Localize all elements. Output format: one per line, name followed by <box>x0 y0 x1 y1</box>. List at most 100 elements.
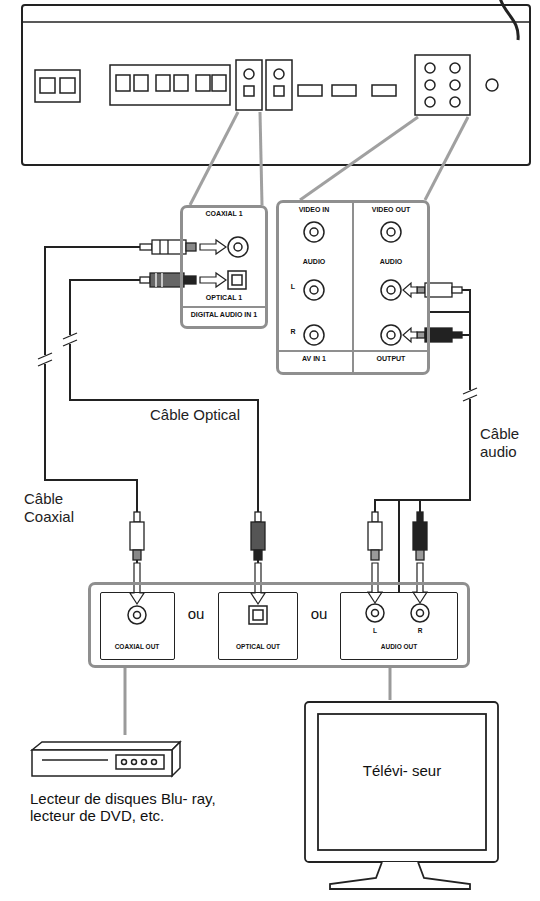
cable-break <box>38 333 477 401</box>
digital-jacks <box>228 271 246 289</box>
jack-label: DIGITAL AUDIO IN 1 <box>191 311 257 319</box>
rear-panel <box>212 75 226 91</box>
rear-panel <box>450 63 460 73</box>
jack-label: AUDIO <box>380 258 403 266</box>
cable-plug <box>130 500 427 560</box>
device-label: ou <box>188 605 205 622</box>
output-jacks <box>253 610 263 620</box>
rear-panel <box>22 0 530 165</box>
cable-plug <box>140 244 152 250</box>
cable-break <box>463 395 477 401</box>
digital-jacks <box>234 243 242 251</box>
disc-player <box>32 750 172 776</box>
rear-panel <box>415 55 470 115</box>
disc-player <box>152 760 157 765</box>
insert-arrow <box>200 240 226 254</box>
cable-plug <box>251 522 265 550</box>
rear-panel <box>425 63 435 73</box>
television <box>305 702 498 889</box>
digital-jacks <box>232 275 242 285</box>
rear-panel <box>236 60 262 110</box>
cable-plug <box>368 522 382 550</box>
cable-label: Câble Optical <box>148 406 242 424</box>
cable-plug <box>417 332 425 338</box>
jack-label: COAXIAL 1 <box>205 210 242 218</box>
cable-label: Câble audio <box>478 425 540 461</box>
av-jacks <box>387 286 395 294</box>
link-line <box>389 668 392 700</box>
callout-line <box>260 112 262 205</box>
jack-label: AUDIO OUT <box>381 643 417 650</box>
rear-panel <box>40 78 55 93</box>
device-label: Lecteur de disques Blu- ray, lecteur de … <box>30 790 225 825</box>
rear-panel <box>486 79 498 91</box>
cable-plug <box>371 550 379 560</box>
av-jacks <box>387 331 395 339</box>
rear-panel <box>450 97 460 107</box>
disc-player <box>42 759 108 761</box>
cable-plug <box>372 512 378 522</box>
rear-panel <box>116 75 130 91</box>
jack-label: OPTICAL 1 <box>206 294 242 302</box>
rear-panel <box>60 78 75 93</box>
jack-label: L <box>291 283 295 291</box>
cable-plug <box>150 273 184 287</box>
av-jacks <box>304 222 324 242</box>
cable-break <box>38 353 52 359</box>
rear-panel <box>244 69 254 79</box>
cable-plug <box>417 283 470 342</box>
cable-break <box>38 360 52 366</box>
av-jacks <box>381 325 401 345</box>
cable-plug <box>140 240 196 287</box>
disc-player <box>116 755 164 769</box>
cable-plug <box>159 240 160 254</box>
cable-plug <box>452 287 462 293</box>
disc-player <box>172 742 180 776</box>
callout-line <box>190 112 238 205</box>
av-jacks <box>387 228 395 236</box>
rear-panel <box>425 80 435 90</box>
cable-plug <box>417 287 425 293</box>
rear-panel <box>274 86 284 96</box>
av-jacks <box>381 222 401 242</box>
output-jacks <box>372 610 379 617</box>
disc-player <box>132 760 137 765</box>
rear-panel <box>500 0 518 40</box>
callout-line <box>190 112 468 205</box>
cable-plug <box>186 243 196 251</box>
output-jacks <box>249 606 267 624</box>
cable-plug <box>134 512 140 522</box>
cable-label: Câble Coaxial <box>22 490 101 526</box>
cable-plug <box>140 277 150 283</box>
cable-plug <box>161 273 162 287</box>
rear-panel <box>274 69 284 79</box>
cable-plug <box>133 550 141 560</box>
cable-plug <box>375 500 420 512</box>
disc-player <box>32 742 180 776</box>
callout-line <box>425 117 468 200</box>
rear-panel <box>298 85 322 96</box>
callout-line <box>300 117 418 200</box>
jack-label: VIDEO OUT <box>372 206 411 214</box>
cable-plug <box>416 550 424 560</box>
rear-panel <box>425 97 435 107</box>
disc-player <box>32 742 180 750</box>
av-panel-zoom: VIDEO INVIDEO OUTAUDIOAUDIOLRAV IN 1OUTP… <box>276 200 430 375</box>
television <box>305 702 498 862</box>
output-jacks <box>134 612 141 619</box>
cable-plug <box>417 512 423 522</box>
link-line <box>124 668 127 735</box>
output-jacks <box>411 604 429 622</box>
av-jacks <box>278 350 428 352</box>
av-jacks <box>304 325 324 345</box>
av-jacks <box>278 202 428 373</box>
insert-arrow <box>200 273 226 287</box>
cable-plug <box>413 522 427 550</box>
rear-panel <box>22 5 530 165</box>
av-jacks <box>310 286 318 294</box>
cable-break <box>463 388 477 394</box>
device-node: Télévi- seur <box>300 700 505 895</box>
rear-panel <box>174 75 188 91</box>
av-jacks <box>352 202 354 373</box>
